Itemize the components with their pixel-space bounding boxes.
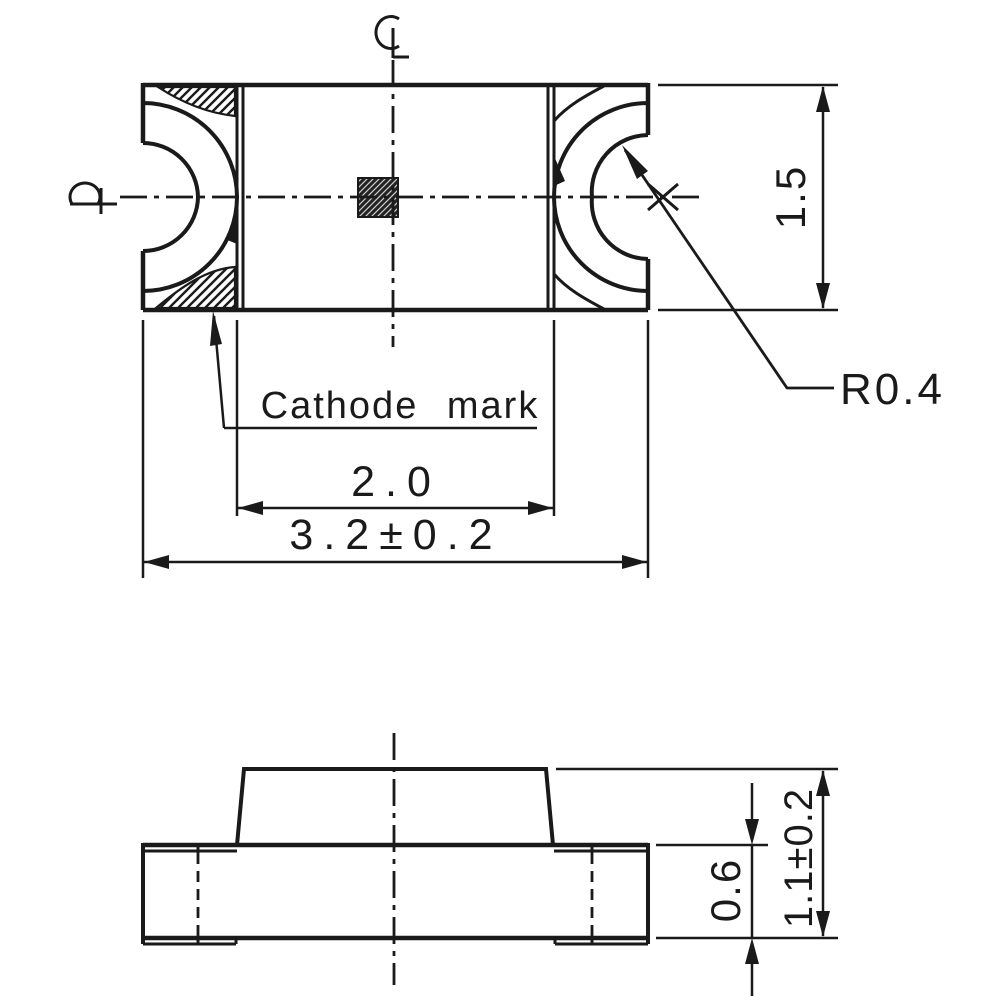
arrowhead-up xyxy=(816,770,830,796)
cathode-hatch-top xyxy=(154,85,237,118)
dim-inner-width-value: 2.0 xyxy=(351,458,441,506)
arrowhead-down xyxy=(816,911,830,937)
radius-value: R0.4 xyxy=(840,365,945,414)
left-terminal-foot xyxy=(143,938,238,946)
right-electrode-wedge xyxy=(554,156,565,186)
right-terminal-foot xyxy=(553,938,648,946)
centerlines xyxy=(68,15,700,985)
leader-arrowhead xyxy=(622,145,648,179)
leader-line xyxy=(623,149,834,390)
dim-total-width-value: 3.2±0.2 xyxy=(289,511,502,559)
arrowhead-down xyxy=(745,819,759,845)
right-corner-arc-bottom xyxy=(552,273,605,311)
dim-terminal-height-value: 0.6 xyxy=(702,858,749,922)
dimension-total-height-1-1: 1.1±0.2 xyxy=(556,767,838,937)
leader-arrowhead xyxy=(210,311,222,346)
arrowhead-left xyxy=(238,501,263,515)
arrowhead-right xyxy=(622,555,647,569)
dimension-height-1-5: 1.5 xyxy=(658,83,838,312)
centerline-symbol-left xyxy=(68,181,117,214)
arrowhead-left xyxy=(144,555,169,569)
side-view xyxy=(141,767,650,946)
radius-center-mark xyxy=(647,182,679,212)
left-notch-arc xyxy=(142,141,201,253)
lens-trapezoid xyxy=(235,767,555,846)
arrowhead-up xyxy=(745,938,759,964)
cathode-mark-label: Cathode mark xyxy=(261,385,540,427)
arrowhead-right xyxy=(528,501,553,515)
dimension-terminal-height-0-6: 0.6 xyxy=(656,783,838,996)
dim-height-value: 1.5 xyxy=(767,165,814,229)
dimension-inner-width-2-0: 2.0 xyxy=(235,320,556,516)
arrowhead-down xyxy=(816,283,830,309)
left-electrode-wedge xyxy=(225,214,237,244)
arrowhead-up xyxy=(816,86,830,112)
radius-callout: R0.4 xyxy=(622,145,945,414)
centerline-symbol-top xyxy=(374,15,409,59)
cathode-mark-callout: Cathode mark xyxy=(210,311,540,430)
right-corner-arc-top xyxy=(552,84,605,122)
dim-total-height-value: 1.1±0.2 xyxy=(777,788,821,928)
cathode-hatch-bottom xyxy=(152,265,237,310)
dimension-total-width-3-2: 3.2±0.2 xyxy=(141,320,650,578)
